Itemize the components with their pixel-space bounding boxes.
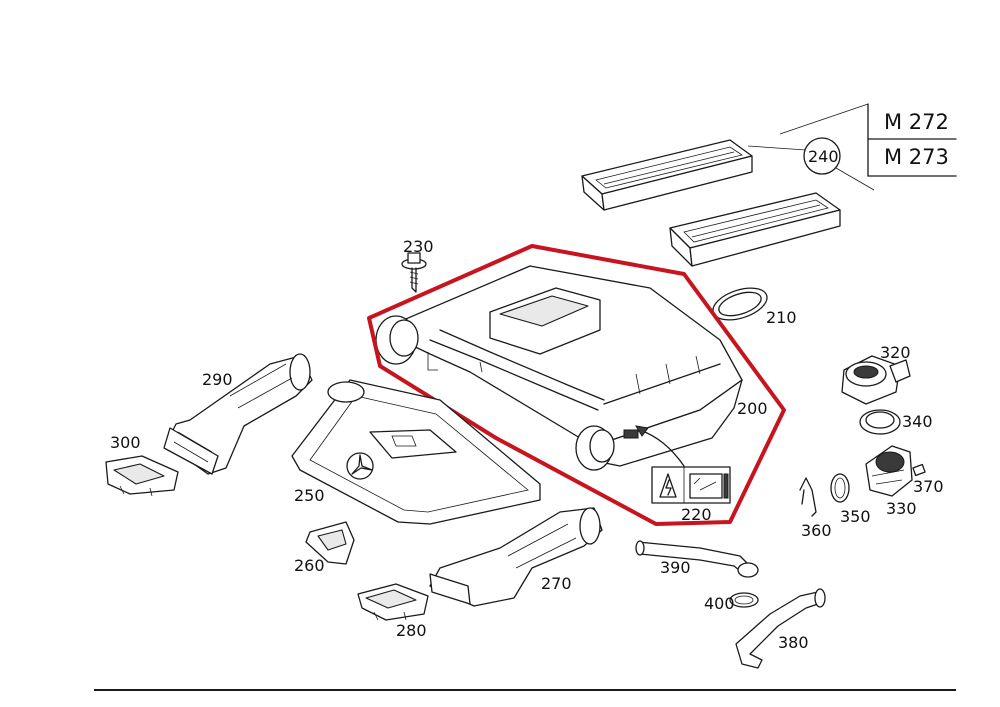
engine-cover-250 — [291, 379, 541, 525]
callout-400: 400 — [704, 594, 735, 613]
air-duct-270 — [429, 507, 603, 607]
callout-240-leaders — [747, 103, 875, 191]
highlight-outline — [367, 244, 786, 526]
callout-280: 280 — [396, 621, 427, 640]
engine-variant-m272: M 272 — [884, 110, 949, 134]
callout-240: 240 — [808, 147, 839, 166]
callout-270: 270 — [541, 574, 572, 593]
sensor-housing-330 — [865, 445, 913, 497]
callout-380: 380 — [778, 633, 809, 652]
bracket-300 — [105, 455, 179, 497]
clamp-400 — [729, 562, 759, 608]
air-filter-housing-200 — [375, 265, 743, 471]
callout-340: 340 — [902, 412, 933, 431]
callout-240-circle — [803, 137, 841, 175]
callout-200: 200 — [737, 399, 768, 418]
sealing-ring-210 — [712, 287, 768, 321]
clip-360 — [799, 477, 817, 517]
callout-220: 220 — [681, 505, 712, 524]
callout-390: 390 — [660, 558, 691, 577]
callout-300: 300 — [110, 433, 141, 452]
warning-label-220 — [651, 466, 731, 504]
engine-variant-table: M 272 M 273 — [867, 103, 957, 177]
air-duct-290 — [163, 353, 313, 475]
callout-330: 330 — [886, 499, 917, 518]
screw-230 — [401, 252, 427, 293]
callout-320: 320 — [880, 343, 911, 362]
hose-380 — [735, 588, 826, 669]
callout-210: 210 — [766, 308, 797, 327]
callout-290: 290 — [202, 370, 233, 389]
air-mass-sensor-320 — [841, 355, 911, 405]
air-filter-element-lower — [669, 192, 841, 267]
callout-230: 230 — [403, 237, 434, 256]
pin-370 — [912, 463, 926, 477]
hose-390 — [635, 540, 753, 575]
callout-350: 350 — [840, 507, 871, 526]
callout-250: 250 — [294, 486, 325, 505]
bracket-260 — [305, 521, 355, 565]
engine-variant-m273: M 273 — [884, 145, 949, 169]
sealing-ring-340 — [859, 409, 901, 435]
bracket-280 — [357, 583, 429, 621]
arrow-head — [635, 425, 649, 437]
seal-350 — [830, 473, 850, 503]
callout-260: 260 — [294, 556, 325, 575]
callout-370: 370 — [913, 477, 944, 496]
air-filter-element-upper — [581, 139, 753, 211]
callout-360: 360 — [801, 521, 832, 540]
